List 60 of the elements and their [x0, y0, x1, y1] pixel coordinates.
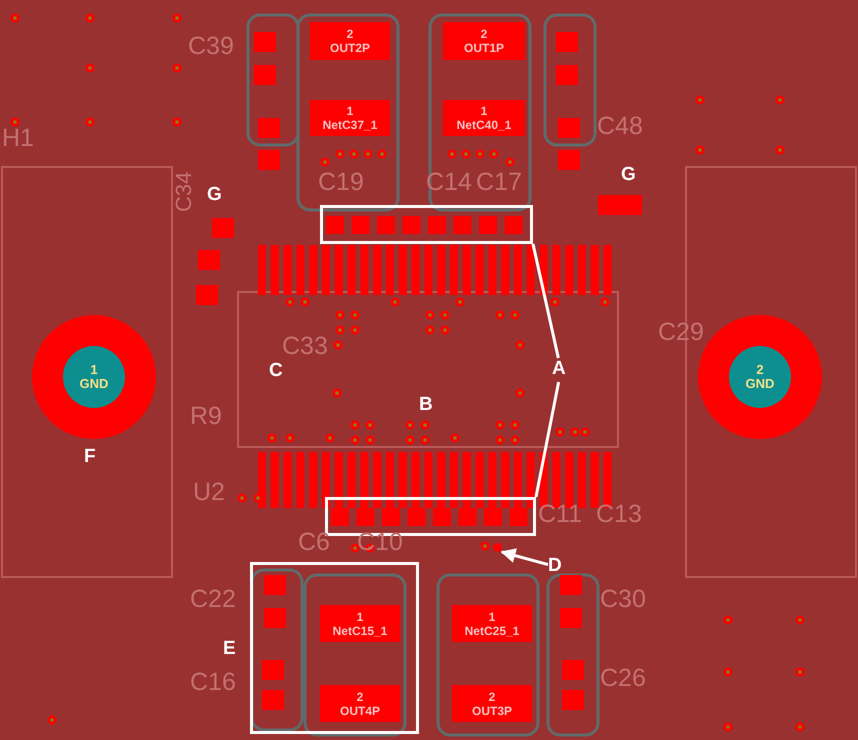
component-designator: C26	[600, 664, 646, 692]
via	[493, 543, 502, 552]
copper-pad	[310, 100, 390, 136]
callout-letter: G	[207, 184, 222, 206]
callout-letter: E	[223, 638, 236, 660]
pad-number: 1	[488, 610, 496, 624]
net-name: NetC25_1	[464, 624, 520, 638]
net-name: NetC40_1	[456, 118, 512, 132]
component-designator: C14	[426, 168, 472, 196]
net-name: OUT4P	[340, 704, 380, 718]
component-designator: C19	[318, 168, 364, 196]
callout-letter: F	[84, 446, 96, 468]
component-designator: C13	[596, 500, 642, 528]
component-designator: C33	[282, 332, 328, 360]
component-designator: C17	[476, 168, 522, 196]
component-designator: C22	[190, 585, 236, 613]
pad-number: 1	[356, 610, 364, 624]
component-designator: U2	[193, 478, 225, 506]
pad-number: 1	[480, 104, 488, 118]
callout-letter: D	[548, 555, 566, 579]
copper-pad	[452, 605, 532, 642]
copper-pad	[310, 22, 390, 60]
component-designator: C16	[190, 668, 236, 696]
pad-number: 2	[488, 690, 496, 704]
component-designator: C30	[600, 585, 646, 613]
net-name: NetC37_1	[322, 118, 378, 132]
pad-number: 2	[756, 363, 764, 377]
net-name: GND	[746, 377, 774, 391]
pad-number: 2	[480, 27, 488, 41]
net-name: GND	[80, 377, 108, 391]
highlight-frame	[320, 205, 533, 244]
component-designator: H1	[2, 124, 34, 152]
component-designator: C11	[538, 500, 582, 528]
net-name: OUT2P	[330, 41, 370, 55]
pad-number: 1	[90, 363, 98, 377]
callout-letter: C	[269, 360, 283, 382]
leader-line	[532, 244, 560, 358]
copper-pad	[320, 605, 400, 642]
pad-number: 2	[346, 27, 354, 41]
leader-line	[534, 382, 560, 498]
arrow	[500, 548, 548, 566]
callout-letter: B	[419, 394, 433, 416]
component-designator: C34	[170, 172, 197, 212]
component-designator: C29	[658, 318, 704, 346]
component-designator: C6	[298, 528, 330, 556]
copper-pad	[320, 685, 400, 722]
copper-pad	[452, 685, 532, 722]
copper-pad	[443, 22, 525, 60]
net-name: NetC15_1	[332, 624, 388, 638]
component-designator: C48	[597, 112, 643, 140]
component-designator: C10	[357, 528, 403, 556]
callout-letter: G	[621, 164, 636, 186]
callout-letter: A	[552, 358, 570, 382]
pad-number: 1	[346, 104, 354, 118]
copper-pad	[443, 100, 525, 136]
pad-number: 2	[356, 690, 364, 704]
component-designator: R9	[190, 402, 222, 430]
component-designator: C39	[188, 32, 234, 60]
net-name: OUT3P	[472, 704, 512, 718]
net-name: OUT1P	[464, 41, 504, 55]
